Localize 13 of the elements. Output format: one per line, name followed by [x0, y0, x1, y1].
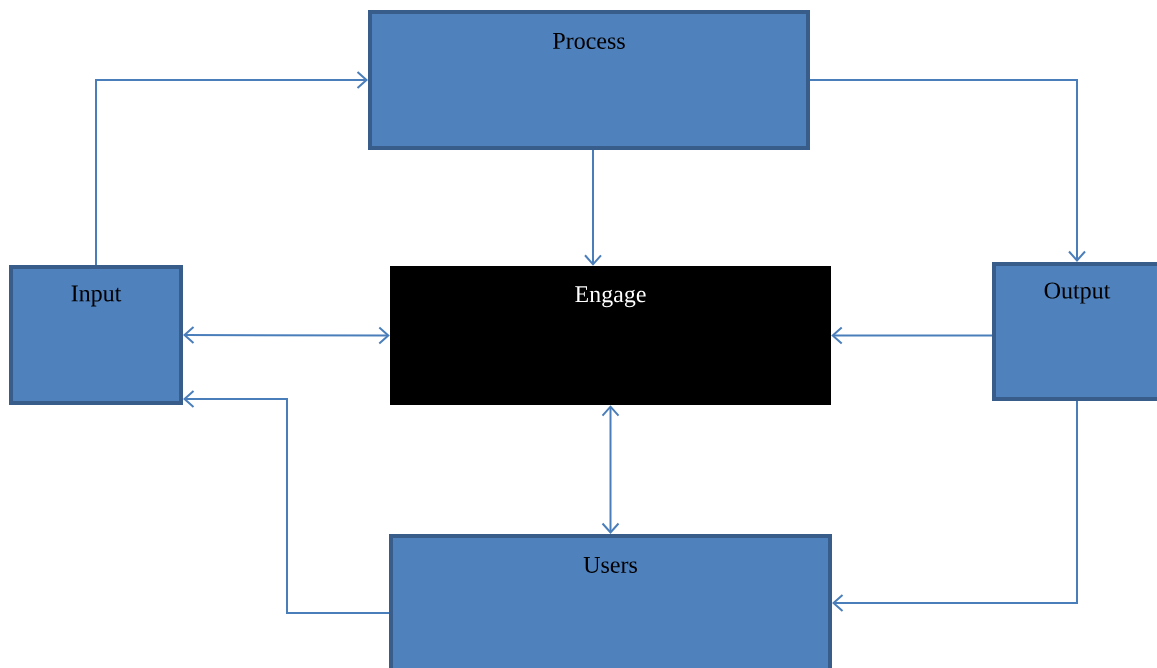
process-box: Process: [368, 10, 810, 150]
arrow: [584, 149, 602, 266]
arrow: [183, 326, 390, 345]
arrow: [809, 79, 1086, 262]
process-box: Users: [389, 534, 832, 668]
process-box: Output: [992, 262, 1157, 401]
arrow: [831, 326, 993, 345]
process-box: Engage: [390, 266, 831, 405]
arrow: [832, 400, 1078, 612]
arrow: [183, 390, 390, 614]
process-box: Input: [9, 265, 183, 405]
arrow: [601, 405, 620, 534]
arrow: [95, 71, 368, 266]
